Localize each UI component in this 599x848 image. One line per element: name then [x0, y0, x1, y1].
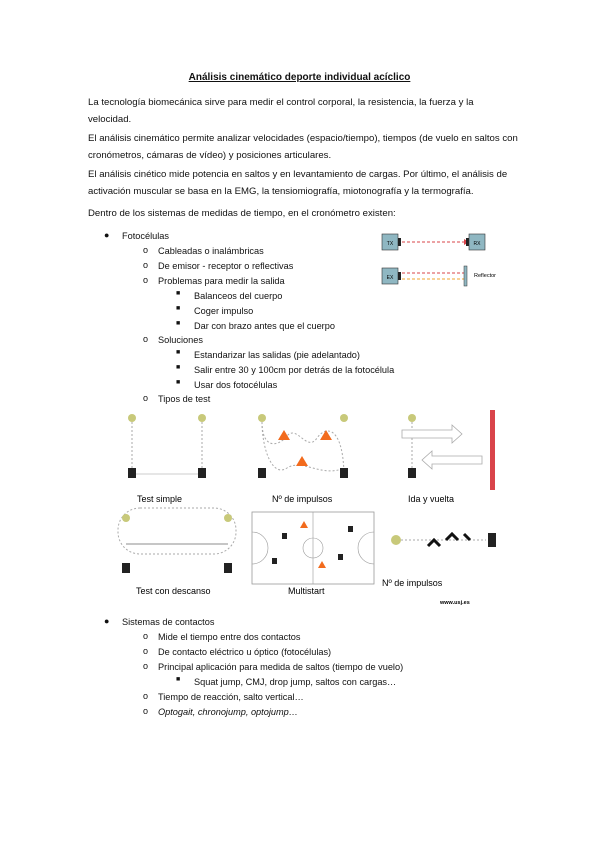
list-subitem: Dar con brazo antes que el cuerpo: [194, 321, 335, 331]
caption-multistart: Multistart: [288, 586, 325, 596]
photocell-icon: [258, 468, 266, 478]
bulb-icon: [224, 514, 232, 522]
ex-label: EX: [387, 275, 394, 281]
bullet-square: ■: [176, 349, 181, 356]
bullet-o: o: [143, 706, 149, 716]
cone-icon: [318, 561, 326, 568]
list-subitem: Balanceos del cuerpo: [194, 291, 283, 301]
bullet-o: o: [143, 245, 149, 255]
cone-icon: [296, 456, 308, 466]
bullet-o: o: [143, 646, 149, 656]
caption-ida-vuelta: Ida y vuelta: [408, 494, 454, 504]
photocell-icon: [338, 554, 343, 560]
bullet-o: o: [143, 691, 149, 701]
reflector-label: Reflector: [474, 273, 496, 279]
arrow-right-icon: [401, 424, 463, 444]
bullet-square: ■: [176, 290, 181, 297]
wall-bar: [490, 410, 495, 490]
list-item: De contacto eléctrico u óptico (fotocélu…: [158, 647, 332, 657]
cone-icon: [320, 430, 332, 440]
paragraph-3: El análisis cinético mide potencia en sa…: [88, 169, 508, 197]
rx-lens: [466, 238, 469, 246]
jumper-icon: [426, 531, 472, 548]
photocell-icon: [224, 563, 232, 573]
figure-impulsos-jump: Nº de impulsos www.usj.es: [382, 531, 496, 606]
figure-test-descanso: Test con descanso: [117, 507, 237, 596]
figure-multistart: Multistart: [251, 511, 375, 596]
list-item: Tipos de test: [158, 394, 211, 404]
test-types-figure: Test simple Nº de impulsos Ida y vuelta: [117, 410, 496, 606]
bullet-dot: ●: [104, 616, 110, 626]
arrow-left-icon: [421, 450, 483, 470]
list-heading-contactos: Sistemas de contactos: [122, 617, 215, 627]
paragraph-2: El análisis cinemático permite analizar …: [88, 133, 518, 161]
bullet-square: ■: [176, 379, 181, 386]
bullet-square: ■: [176, 676, 181, 683]
list-subitem: Squat jump, CMJ, drop jump, saltos con c…: [194, 677, 397, 687]
list-item: De emisor - receptor o reflectivas: [158, 261, 294, 271]
list-subitem: Estandarizar las salidas (pie adelantado…: [194, 350, 360, 360]
bullet-o: o: [143, 393, 149, 403]
figure-impulsos-cones: Nº de impulsos: [258, 414, 348, 504]
photocell-icon: [348, 526, 353, 532]
bulb-icon: [340, 414, 348, 422]
bullet-o: o: [143, 275, 149, 285]
caption-impulsos-2: Nº de impulsos: [382, 578, 443, 588]
figure-ida-vuelta: Ida y vuelta: [401, 410, 495, 504]
list-item: Soluciones: [158, 335, 203, 345]
photocell-icon: [488, 533, 496, 547]
figure-test-simple: Test simple: [128, 414, 206, 504]
cone-icon: [278, 430, 290, 440]
photocell-icon: [408, 468, 416, 478]
bullet-square: ■: [176, 364, 181, 371]
bulb-icon: [408, 414, 416, 422]
list-item: Principal aplicación para medida de salt…: [158, 662, 404, 672]
bullet-dot: ●: [104, 230, 110, 240]
rx-box: [468, 233, 486, 251]
bullet-o: o: [143, 661, 149, 671]
bulb-icon: [122, 514, 130, 522]
reflector-panel: [463, 265, 468, 287]
bulb-icon: [198, 414, 206, 422]
document-title: Análisis cinemático deporte individual a…: [188, 72, 411, 83]
list-item: Cableadas o inalámbricas: [158, 246, 264, 256]
paragraph-1: La tecnología biomecánica sirve para med…: [88, 97, 474, 125]
bullet-o: o: [143, 334, 149, 344]
photocell-icon: [198, 468, 206, 478]
bulb-icon: [128, 414, 136, 422]
list-item: Optogait, chronojump, optojump…: [158, 707, 298, 717]
photocell-diagram: TX RX EX Reflector: [381, 233, 496, 287]
list-item: Tiempo de reacción, salto vertical…: [158, 692, 304, 702]
bulb-icon: [258, 414, 266, 422]
caption-test-simple: Test simple: [137, 494, 182, 504]
bullet-o: o: [143, 631, 149, 641]
photocell-icon: [282, 533, 287, 539]
tx-lens: [398, 238, 401, 246]
caption-test-descanso: Test con descanso: [136, 586, 211, 596]
bullet-square: ■: [176, 320, 181, 327]
list-item: Problemas para medir la salida: [158, 276, 285, 286]
caption-impulsos-1: Nº de impulsos: [272, 494, 333, 504]
list-subitem: Salir entre 30 y 100cm por detrás de la …: [194, 365, 395, 375]
watermark-text: www.usj.es: [439, 600, 470, 606]
photocell-icon: [340, 468, 348, 478]
tx-label: TX: [387, 241, 394, 247]
list-subitem: Coger impulso: [194, 306, 254, 316]
photocell-icon: [122, 563, 130, 573]
bulb-icon: [391, 535, 401, 545]
list-heading-fotocelulas: Fotocélulas: [122, 231, 169, 241]
ex-lens: [398, 272, 401, 280]
list-subitem: Usar dos fotocélulas: [194, 380, 278, 390]
bullet-o: o: [143, 260, 149, 270]
list-item: Mide el tiempo entre dos contactos: [158, 632, 301, 642]
rx-label: RX: [474, 241, 482, 247]
bullet-square: ■: [176, 305, 181, 312]
photocell-icon: [272, 558, 277, 564]
photocell-icon: [128, 468, 136, 478]
paragraph-4: Dentro de los sistemas de medidas de tie…: [88, 208, 396, 219]
cone-icon: [300, 521, 308, 528]
